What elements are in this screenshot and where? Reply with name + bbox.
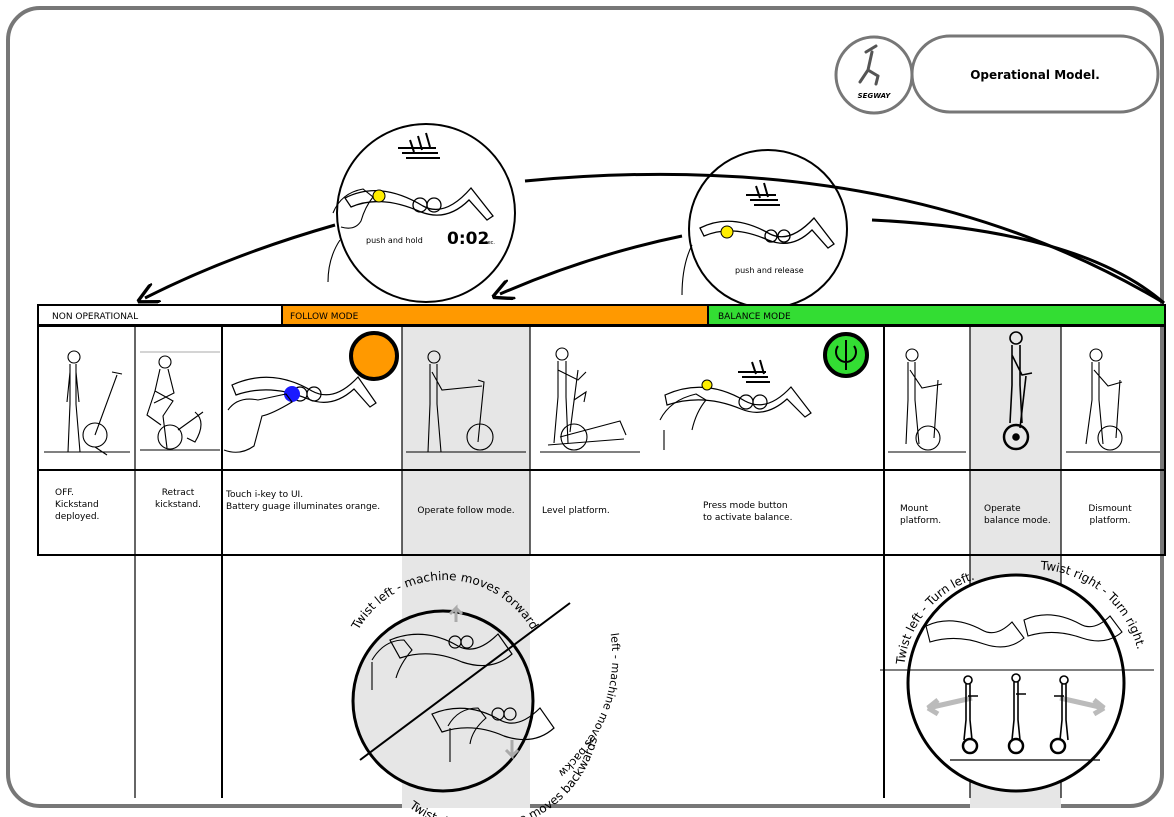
- i-key-button-icon-3: [701, 379, 713, 391]
- step-mount-illustration: [888, 348, 966, 453]
- band-follow-mode-label: FOLLOW MODE: [290, 312, 359, 322]
- i-key-button-icon: [372, 189, 386, 203]
- caption-step-9: Dismount platform.: [1088, 504, 1132, 526]
- band-balance-mode-label: BALANCE MODE: [718, 312, 791, 322]
- step-follow-mode-illustration: [406, 350, 526, 453]
- caption-step-6: Press mode button to activate balance.: [703, 501, 792, 523]
- caption-step-3-line-2: Battery guage illuminates orange.: [226, 502, 380, 512]
- release-label: push and release: [735, 266, 804, 275]
- balance-mode-detail: Twist left - Turn left. Twist right - Tu…: [880, 559, 1154, 793]
- brand-name: SEGWAY: [858, 92, 892, 100]
- step-dismount-illustration: [1066, 348, 1160, 453]
- step-balance-mode-illustration: [1002, 331, 1033, 451]
- turn-left-arrow-icon: [926, 695, 973, 717]
- caption-step-8: Operate balance mode.: [984, 504, 1051, 526]
- release-signal-icon: [746, 182, 780, 206]
- mode-signal-icon: [738, 359, 770, 383]
- caption-step-2-line-1: Retract: [162, 488, 195, 498]
- page-title: Operational Model.: [970, 68, 1100, 82]
- step-retract-illustration: [140, 351, 220, 451]
- turn-right-arrow-icon: [1059, 695, 1106, 717]
- steps-grid: [37, 325, 1166, 798]
- callout-push-and-hold: push and hold 0:02 sec.: [327, 123, 516, 303]
- forward-arrow-icon: [448, 604, 464, 622]
- band-non-operational-label: NON OPERATIONAL: [52, 312, 138, 322]
- caption-step-9-line-1: Dismount: [1088, 504, 1132, 514]
- caption-step-6-line-1: Press mode button: [703, 501, 788, 511]
- caption-step-4: Operate follow mode.: [417, 506, 514, 516]
- caption-step-6-line-2: to activate balance.: [703, 513, 792, 523]
- caption-step-3: Touch i-key to UI. Battery guage illumin…: [225, 490, 380, 512]
- caption-step-2-line-2: kickstand.: [155, 500, 201, 510]
- caption-step-7: Mount platform.: [900, 504, 941, 526]
- i-key-button-icon-2: [720, 225, 734, 239]
- caption-step-1-line-1: OFF.: [55, 488, 74, 498]
- caption-step-7-line-1: Mount: [900, 504, 929, 514]
- blue-touch-point: [284, 386, 300, 402]
- caption-step-5: Level platform.: [542, 506, 610, 516]
- caption-step-8-line-1: Operate: [984, 504, 1021, 514]
- caption-step-3-line-1: Touch i-key to UI.: [225, 490, 303, 500]
- hand-sketch: [327, 188, 374, 283]
- arc-release-to-balance: [871, 218, 1165, 305]
- handlebar-sketch: [344, 186, 494, 221]
- backward-arrow-icon: [504, 740, 520, 760]
- title-pill: [910, 34, 1160, 114]
- caption-step-8-line-2: balance mode.: [984, 516, 1051, 526]
- page-frame: [6, 6, 1164, 808]
- hold-timer-unit: sec.: [485, 240, 495, 246]
- battery-orange-indicator: [349, 331, 399, 381]
- mode-bands: NON OPERATIONAL FOLLOW MODE BALANCE MODE: [37, 304, 1166, 326]
- arrow-to-follow-mode: [500, 234, 683, 294]
- hold-label: push and hold: [366, 236, 423, 245]
- hold-signal-icon: [398, 132, 440, 159]
- caption-step-1-line-2: Kickstand: [55, 500, 99, 510]
- segway-rider-glyph-icon: [858, 44, 880, 86]
- caption-step-1: OFF. Kickstand deployed.: [55, 488, 99, 522]
- step-touch-ikey-illustration: [223, 331, 399, 453]
- caption-step-7-line-2: platform.: [900, 516, 941, 526]
- callout-push-and-release: push and release: [681, 149, 848, 309]
- caption-step-2: Retract kickstand.: [155, 488, 201, 510]
- handlebar-sketch-2: [699, 216, 835, 249]
- hold-timer: 0:02: [447, 229, 489, 249]
- caption-step-9-line-2: platform.: [1089, 516, 1130, 526]
- arrow-to-non-operational: [145, 223, 336, 298]
- arc-hold-to-balance: [524, 172, 1165, 305]
- step-mode-button-illustration: [659, 332, 869, 450]
- header-badge: SEGWAY Operational Model.: [834, 34, 1160, 115]
- step-level-platform-illustration: [540, 347, 640, 453]
- detail-divider: [359, 602, 571, 761]
- step-off-illustration: [44, 350, 130, 456]
- caption-step-1-line-3: deployed.: [55, 512, 99, 522]
